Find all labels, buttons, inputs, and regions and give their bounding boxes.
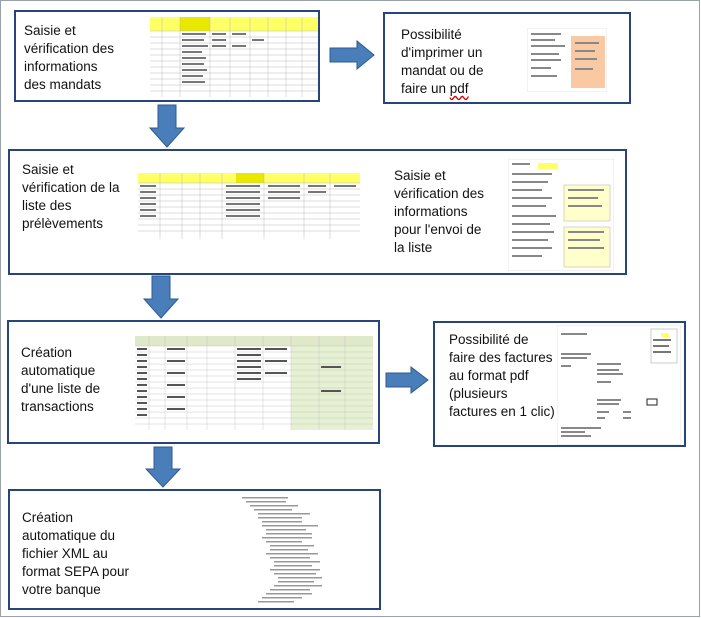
arrow-down-icon bbox=[145, 446, 181, 488]
step-text-envoi-liste: Saisie et vérification des informations … bbox=[394, 168, 485, 255]
step-box-print-mandat: Possibilité d'imprimer un mandat ou de f… bbox=[383, 12, 631, 104]
arrow-right-icon bbox=[385, 366, 429, 394]
invoice-pdf-thumbnail bbox=[557, 325, 681, 445]
step-text-prelevements: Saisie et vérification de la liste des p… bbox=[22, 162, 120, 231]
step-box-transactions: Création automatique d'une liste de tran… bbox=[7, 320, 380, 444]
step-text-print-mandat-main: Possibilité d'imprimer un mandat ou de f… bbox=[401, 27, 484, 96]
mandat-pdf-thumbnail bbox=[527, 28, 607, 92]
form-thumbnail-envoi bbox=[508, 159, 614, 271]
step-text-xml-sepa: Création automatique du fichier XML au f… bbox=[22, 510, 130, 597]
step-box-prelevements: Saisie et vérification de la liste des p… bbox=[8, 149, 627, 275]
arrow-down-icon bbox=[149, 104, 185, 148]
xml-file-thumbnail bbox=[238, 495, 342, 607]
step-text-factures: Possibilité de faire des factures au for… bbox=[449, 332, 555, 419]
step-box-xml-sepa: Création automatique du fichier XML au f… bbox=[8, 489, 381, 610]
spreadsheet-thumbnail-mandats bbox=[150, 17, 318, 97]
step-text-mandats: Saisie et vérification des informations … bbox=[24, 23, 115, 92]
spreadsheet-thumbnail-prelevements bbox=[138, 173, 360, 239]
arrow-right-icon bbox=[329, 40, 375, 70]
step-box-mandats: Saisie et vérification des informations … bbox=[14, 10, 320, 102]
step-text-transactions: Création automatique d'une liste de tran… bbox=[21, 345, 101, 414]
arrow-down-icon bbox=[143, 275, 179, 319]
spreadsheet-thumbnail-transactions bbox=[135, 336, 373, 430]
pdf-spellcheck-word: pdf bbox=[449, 81, 469, 96]
step-text-print-mandat: Possibilité d'imprimer un mandat ou de f… bbox=[401, 26, 521, 98]
step-box-factures: Possibilité de faire des factures au for… bbox=[433, 321, 686, 447]
